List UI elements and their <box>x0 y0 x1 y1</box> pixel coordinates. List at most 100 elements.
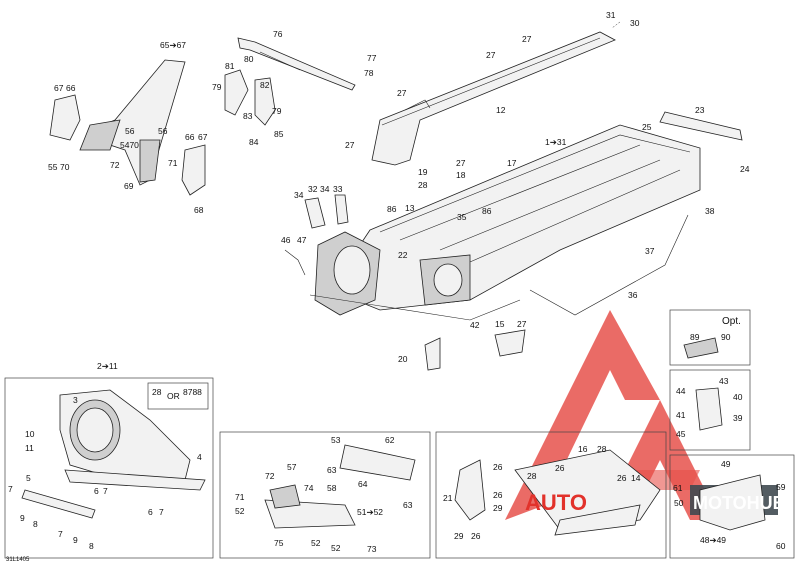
callout-c47: 47 <box>297 235 307 245</box>
callout-c27e: 27 <box>456 158 466 168</box>
bracket-33 <box>334 194 349 225</box>
callout-c44: 44 <box>676 386 686 396</box>
callout-c37: 37 <box>645 246 655 256</box>
callout-c15: 15 <box>495 319 505 329</box>
callout-c57: 57 <box>287 462 297 472</box>
callout-c67b: 67 <box>198 132 208 142</box>
watermark-text-left: AUTO <box>525 490 587 515</box>
callout-c36: 36 <box>628 290 638 300</box>
callout-c48_49: 48➔49 <box>700 535 726 545</box>
callout-c83: 83 <box>243 111 253 121</box>
callout-c86b: 86 <box>482 206 492 216</box>
callout-c6b: 6 <box>148 507 153 517</box>
callout-c68: 68 <box>194 205 204 215</box>
callout-c75: 75 <box>274 538 284 548</box>
callout-c69: 69 <box>124 181 134 191</box>
callout-c28c: 28 <box>527 471 537 481</box>
callout-c26b: 26 <box>617 473 627 483</box>
running-board-rod <box>529 214 689 316</box>
callout-c29: 29 <box>493 503 503 513</box>
chassis-tunnel <box>309 124 701 321</box>
callout-c7b: 7 <box>8 484 13 494</box>
upper-brace-assembly <box>224 37 356 126</box>
option-label: Opt. <box>722 316 741 327</box>
callout-c33: 33 <box>333 184 343 194</box>
callout-c42: 42 <box>470 320 480 330</box>
callout-c45: 45 <box>676 429 686 439</box>
callout-c7c: 7 <box>58 529 63 539</box>
callout-c3: 3 <box>73 395 78 405</box>
skid-plate-assembly <box>264 444 416 529</box>
callout-c46: 46 <box>281 235 291 245</box>
callout-c79a: 79 <box>212 82 222 92</box>
callout-c28b: 28 <box>597 444 607 454</box>
callout-c77: 77 <box>367 53 377 63</box>
diagram-code: 31L1405 <box>6 557 30 563</box>
bracket-32-34 <box>304 197 326 229</box>
callout-c82: 82 <box>260 80 270 90</box>
callout-c66a: 66 <box>66 83 76 93</box>
rear-rail <box>659 111 743 141</box>
callout-c40: 40 <box>733 392 743 402</box>
callout-c71b: 71 <box>235 492 245 502</box>
callout-c90: 90 <box>721 332 731 342</box>
box-front-frame <box>4 377 214 559</box>
callout-c9a: 9 <box>20 513 25 523</box>
callout-c35: 35 <box>457 212 467 222</box>
callout-c21: 21 <box>443 493 453 503</box>
box-rear-bracket <box>669 454 795 559</box>
callout-c13: 13 <box>405 203 415 213</box>
callout-c27d: 27 <box>345 140 355 150</box>
watermark-text-right: MOTOHUB <box>693 493 786 513</box>
callout-c73: 73 <box>367 544 377 554</box>
callout-c80: 80 <box>244 54 254 64</box>
callout-c25: 25 <box>642 122 652 132</box>
box-reinforcement <box>669 369 751 451</box>
callout-c34a: 34 <box>320 184 330 194</box>
callout-c64: 64 <box>358 479 368 489</box>
callout-c53: 53 <box>331 435 341 445</box>
rear-bracket-part <box>699 474 766 531</box>
callout-c24: 24 <box>740 164 750 174</box>
tunnel-cover-panel <box>371 31 616 166</box>
callout-c41: 41 <box>676 410 686 420</box>
callout-c2_11: 2➔11 <box>97 361 118 371</box>
side-panel-assembly <box>454 449 661 536</box>
callout-c12: 12 <box>496 105 506 115</box>
callout-c61: 61 <box>673 483 683 493</box>
callout-labels: 313027272727121➔3123252465➔6776777881807… <box>8 10 786 554</box>
front-frame-assembly <box>21 389 206 519</box>
callout-c49: 49 <box>721 459 731 469</box>
callout-c51_52: 51➔52 <box>357 507 383 517</box>
callout-c28a: 28 <box>418 180 428 190</box>
callout-c38: 38 <box>705 206 715 216</box>
callout-c89: 89 <box>690 332 700 342</box>
box-skid-plate <box>219 431 431 559</box>
callout-c8788: 8788 <box>183 387 202 397</box>
callout-c20: 20 <box>398 354 408 364</box>
callout-c63a: 63 <box>327 465 337 475</box>
callout-c81: 81 <box>225 61 235 71</box>
callout-c60: 60 <box>776 541 786 551</box>
callout-c27b: 27 <box>486 50 496 60</box>
callout-c30: 30 <box>630 18 640 28</box>
callout-c16: 16 <box>578 444 588 454</box>
reinforcement-plate <box>695 387 723 431</box>
callout-c23: 23 <box>695 105 705 115</box>
callout-c11: 11 <box>25 443 34 453</box>
callout-c27c: 27 <box>397 88 407 98</box>
callout-c72: 72 <box>110 160 120 170</box>
steering-support-frame <box>49 59 206 196</box>
callout-c18: 18 <box>456 170 466 180</box>
callout-c70: 70 <box>60 162 70 172</box>
callout-c52b: 52 <box>311 538 321 548</box>
callout-c56b: 56 <box>158 126 168 136</box>
callout-c52a: 52 <box>235 506 245 516</box>
callout-c26c: 26 <box>493 490 503 500</box>
callout-c7a: 7 <box>103 486 108 496</box>
box-side-panels <box>435 431 667 559</box>
callout-c26d: 26 <box>471 531 481 541</box>
callout-c78: 78 <box>364 68 374 78</box>
callout-c55: 55 <box>48 162 58 172</box>
